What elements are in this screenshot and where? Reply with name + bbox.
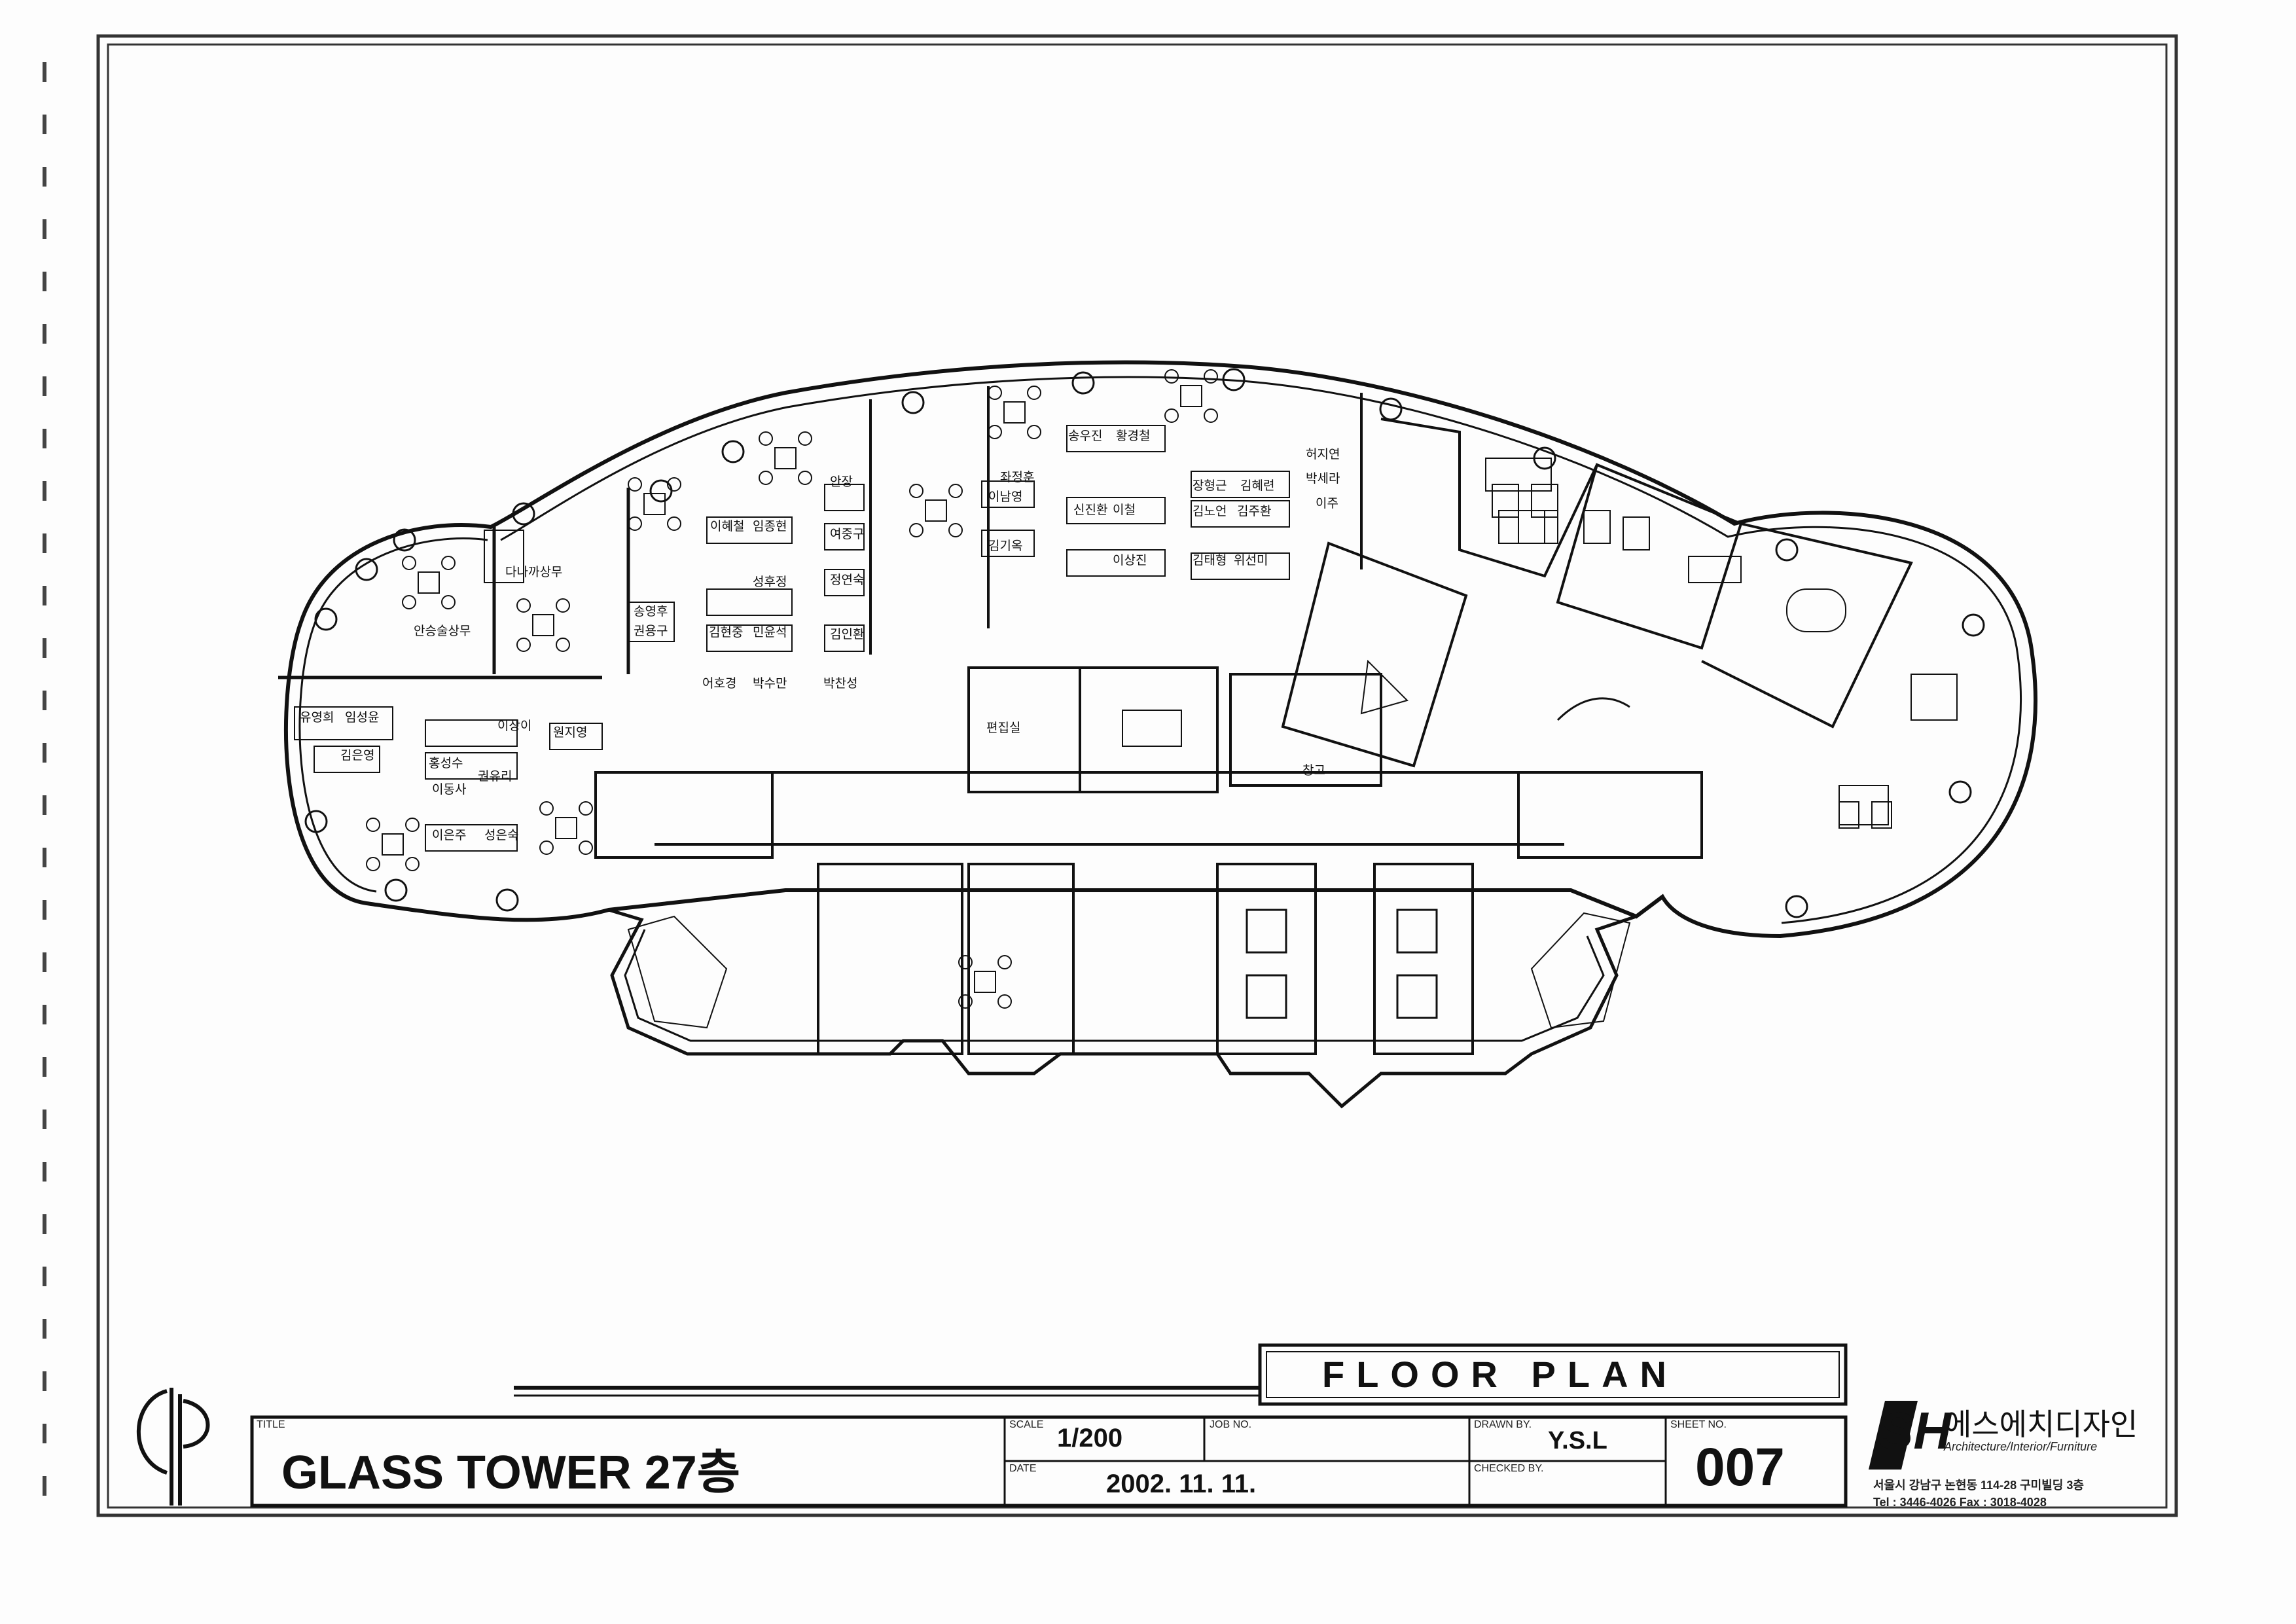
company-name: 에스에치디자인 (1944, 1407, 2138, 1441)
room-label-editing: 편집실 (986, 721, 1020, 735)
occupant-label: 위선미 (1234, 553, 1268, 568)
occupant-label: 김기옥 (988, 539, 1022, 553)
occupant-label: 김혜련 (1240, 478, 1274, 493)
occupant-label: 박수만 (753, 676, 787, 691)
drawn-caption: DRAWN BY. (1474, 1419, 1532, 1430)
occupant-label: 송영후 (634, 604, 668, 619)
occupant-label: 김인환 (830, 627, 864, 641)
occupant-label: 임종현 (753, 519, 787, 533)
company-logo-text: SH (1878, 1401, 1952, 1460)
occupant-label: 좌정훈 (1000, 470, 1034, 484)
occupant-label: 안장 (830, 475, 853, 489)
occupant-label: 이상진 (1113, 553, 1147, 568)
occupant-label: 성은숙 (484, 828, 518, 842)
occupant-label: 성후정 (753, 575, 787, 589)
drawing-title: GLASS TOWER 27층 (281, 1447, 741, 1499)
occupant-label: 김노언 (1193, 504, 1227, 518)
occupant-label: 김현중 (709, 625, 743, 640)
occupant-label: 이주 (1316, 496, 1338, 511)
lounge-furniture (1492, 484, 1892, 829)
occupant-label: 권유리 (478, 769, 512, 784)
job-caption: JOB NO. (1210, 1419, 1252, 1430)
occupant-label: 안승술상무 (414, 624, 471, 638)
occupant-label: 이철 (1113, 503, 1136, 517)
occupant-label: 이은주 (432, 828, 466, 842)
occupant-label: 임성윤 (345, 710, 379, 725)
sheet-number: 007 (1695, 1437, 1785, 1497)
checked-caption: CHECKED BY. (1474, 1463, 1544, 1474)
occupant-label: 황경철 (1116, 429, 1150, 443)
occupant-label: 송우진 (1068, 429, 1102, 443)
sheet-caption: SHEET NO. (1670, 1419, 1727, 1430)
occupant-label: 권용구 (634, 624, 668, 638)
occupant-label: 다나까상무 (505, 565, 562, 579)
occupant-label: 정연숙 (830, 573, 864, 587)
occupant-label: 박세라 (1306, 471, 1340, 486)
occupant-label: 여중구 (830, 527, 864, 541)
cp-logo-mark (136, 1388, 210, 1506)
inner-border (107, 43, 2168, 1509)
occupant-label: 원지영 (553, 725, 587, 740)
workstations (294, 425, 1958, 852)
occupant-label: 유영희 (300, 710, 334, 725)
title-caption: TITLE (257, 1419, 285, 1430)
meeting-tables (366, 369, 1889, 1009)
company-phone: Tel : 3446-4026 Fax : 3018-4028 (1873, 1496, 2047, 1509)
occupant-label: 김은영 (340, 748, 374, 763)
floor-plan-heading: FLOOR PLAN (1322, 1354, 1678, 1395)
company-tagline: Architecture/Interior/Furniture (1944, 1440, 2098, 1453)
date-caption: DATE (1009, 1463, 1037, 1474)
occupant-label: 이상이 (497, 719, 531, 733)
room-label-storage: 창고 (1302, 763, 1325, 778)
outer-border (96, 34, 2178, 1517)
occupant-label: 이동사 (432, 782, 466, 797)
occupant-label: 민윤석 (753, 625, 787, 640)
occupant-label: 홍성수 (429, 756, 463, 770)
scale-value: 1/200 (1057, 1424, 1123, 1453)
date-value: 2002. 11. 11. (1106, 1470, 1257, 1498)
company-address: 서울시 강남구 논현동 114-28 구미빌딩 3층 (1873, 1479, 2084, 1492)
occupant-label: 어호경 (702, 676, 736, 691)
occupant-label: 신진환 (1073, 503, 1107, 517)
sh-logo-mark (1869, 1401, 1918, 1470)
scale-caption: SCALE (1009, 1419, 1044, 1430)
occupant-label: 박찬성 (823, 676, 857, 691)
occupant-labels: 안승술상무 다나까상무 송영후 권용구 이혜철 임종현 성후정 김현중 민윤석 … (300, 429, 1340, 842)
occupant-label: 장형근 (1193, 478, 1227, 493)
building-outline (278, 360, 2037, 1109)
drawn-value: Y.S.L (1548, 1427, 1607, 1454)
occupant-label: 김태형 (1193, 553, 1227, 568)
occupant-label: 허지연 (1306, 447, 1340, 461)
title-block-frame (250, 1343, 1848, 1507)
occupant-label: 김주환 (1237, 504, 1271, 518)
occupant-label: 이혜철 (710, 519, 744, 533)
occupant-label: 이남영 (988, 490, 1022, 504)
